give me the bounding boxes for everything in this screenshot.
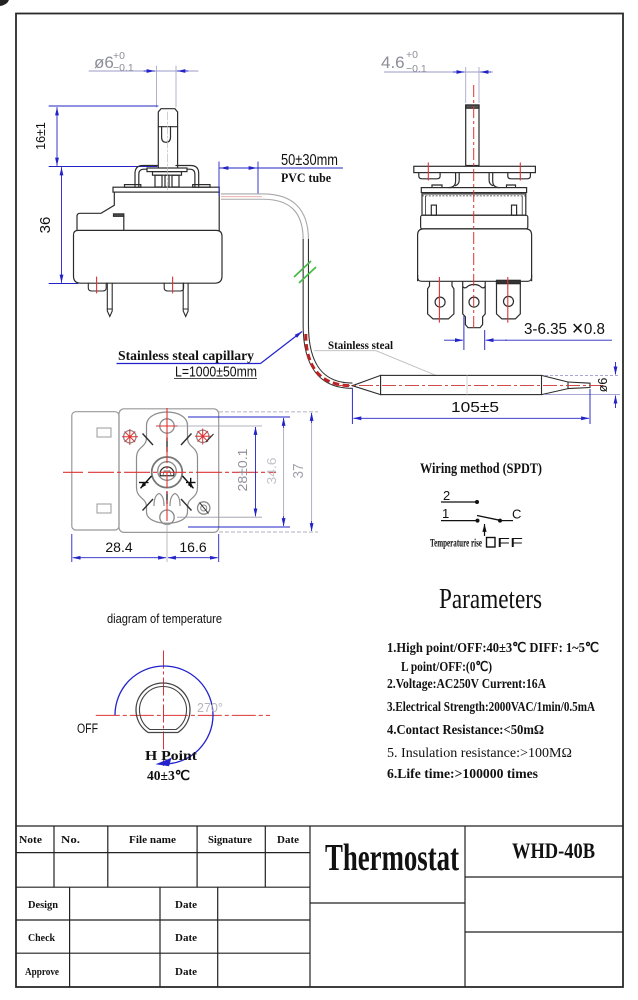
svg-text:+0: +0	[406, 49, 418, 61]
svg-text:−0.1: −0.1	[406, 63, 427, 75]
svg-text:3.Electrical Strength:2000VAC/: 3.Electrical Strength:2000VAC/1min/0.5mA	[387, 699, 595, 714]
svg-text:File name: File name	[129, 834, 176, 846]
svg-text:+0: +0	[113, 50, 125, 62]
svg-text:diagram of temperature: diagram of temperature	[107, 612, 222, 626]
svg-text:1: 1	[442, 506, 449, 521]
svg-text:6.Life time:>100000 times: 6.Life time:>100000 times	[387, 766, 538, 781]
svg-text:37: 37	[291, 464, 307, 479]
svg-text:Approve: Approve	[25, 966, 59, 978]
svg-text:−0.1: −0.1	[113, 62, 134, 74]
svg-text:Stainless steal: Stainless steal	[328, 340, 393, 352]
svg-text:105±5: 105±5	[451, 399, 499, 416]
svg-text:4.6: 4.6	[381, 53, 405, 72]
svg-text:L=1000±50mm: L=1000±50mm	[175, 364, 257, 381]
svg-text:L point/OFF:(0℃): L point/OFF:(0℃)	[401, 659, 492, 674]
svg-text:Date: Date	[175, 899, 197, 911]
svg-text:PVC tube: PVC tube	[281, 170, 331, 185]
svg-text:28±0.1: 28±0.1	[236, 448, 250, 491]
svg-text:2: 2	[443, 488, 450, 503]
svg-text:WHD-40B: WHD-40B	[512, 838, 595, 863]
svg-text:28.4: 28.4	[105, 539, 132, 555]
svg-text:Temperature rise: Temperature rise	[430, 538, 482, 550]
svg-text:Date: Date	[277, 834, 299, 846]
svg-text:C: C	[512, 507, 521, 522]
svg-text:4.Contact Resistance:<50mΩ: 4.Contact Resistance:<50mΩ	[387, 722, 544, 737]
svg-text:Wiring method (SPDT): Wiring method (SPDT)	[420, 461, 542, 477]
svg-text:5. Insulation resistance:>100M: 5. Insulation resistance:>100MΩ	[387, 745, 572, 760]
svg-text:Note: Note	[19, 834, 42, 846]
svg-text:Stainless steal capillary: Stainless steal capillary	[118, 348, 254, 363]
svg-text:36: 36	[37, 217, 54, 234]
svg-text:3-6.35 ✕0.8: 3-6.35 ✕0.8	[524, 321, 605, 338]
svg-text:H Point: H Point	[145, 748, 198, 763]
svg-text:270°: 270°	[197, 701, 223, 715]
svg-text:16±1: 16±1	[34, 122, 48, 150]
svg-text:OFF: OFF	[77, 721, 98, 736]
svg-text:Parameters: Parameters	[439, 583, 542, 615]
svg-text:No.: No.	[61, 834, 80, 846]
svg-text:Date: Date	[175, 966, 197, 978]
svg-text:ø6: ø6	[596, 378, 610, 393]
svg-text:34.6: 34.6	[264, 458, 279, 485]
svg-text:Check: Check	[28, 932, 56, 944]
svg-text:2.Voltage:AC250V Current:16A: 2.Voltage:AC250V Current:16A	[387, 676, 546, 691]
svg-text:40±3℃: 40±3℃	[147, 769, 190, 784]
svg-text:Thermostat: Thermostat	[325, 837, 459, 879]
svg-text:16.6: 16.6	[179, 539, 206, 555]
svg-text:FF: FF	[497, 535, 523, 550]
svg-text:Signature: Signature	[208, 834, 252, 846]
svg-text:Design: Design	[28, 899, 58, 911]
svg-text:50±30mm: 50±30mm	[281, 152, 338, 169]
svg-text:Date: Date	[175, 932, 197, 944]
svg-text:ø6: ø6	[94, 53, 114, 72]
svg-text:1.High point/OFF:40±3℃ DIFF: 1.High point/OFF:40±3℃ DIFF: 1~5℃	[387, 640, 600, 655]
